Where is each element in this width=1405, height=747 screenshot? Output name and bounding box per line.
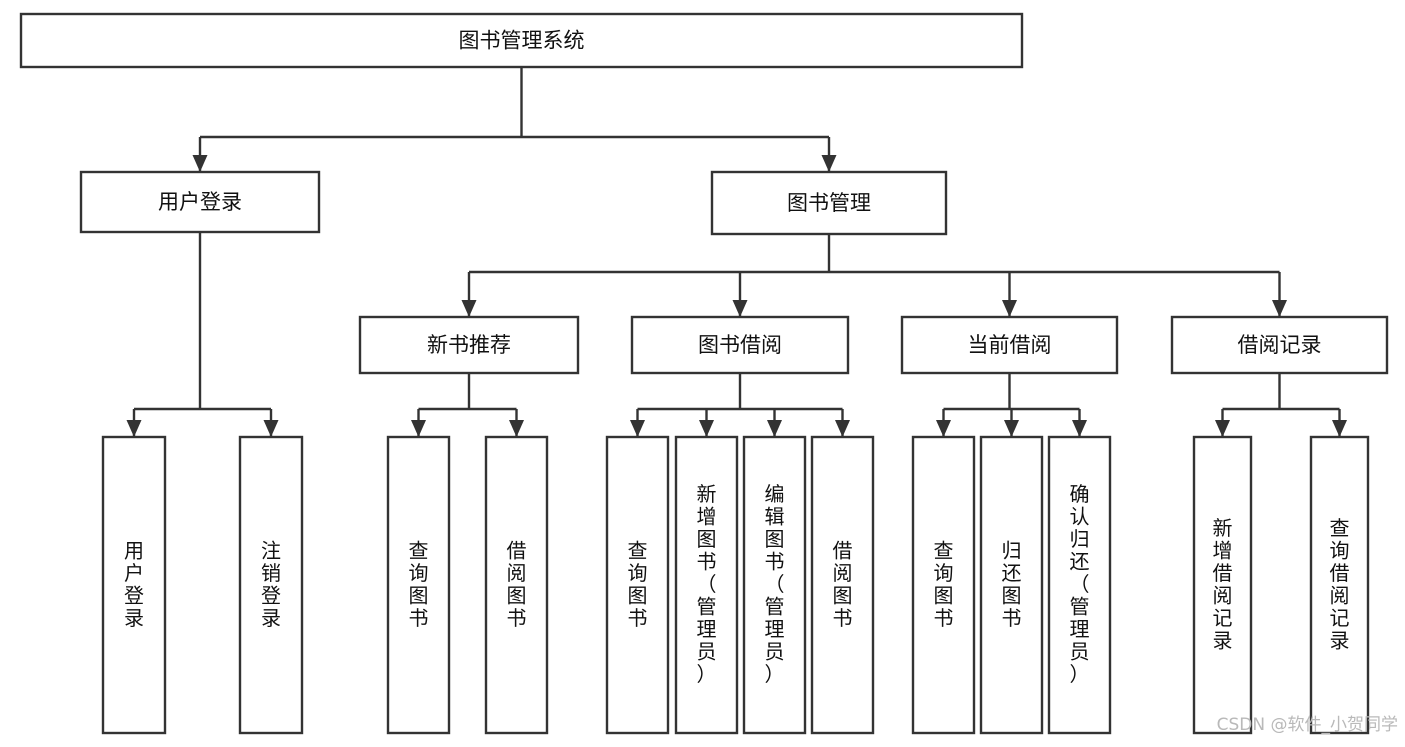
node-label-l-bb-query: 查询图书: [628, 538, 648, 630]
node-new-book-rec[interactable]: 新书推荐: [358, 315, 580, 375]
node-label-l-cb-confirm: 确认归还（管理员）: [1070, 482, 1090, 686]
node-book-borrow[interactable]: 图书借阅: [630, 315, 850, 375]
node-label-leaf-user-logout: 注销登录: [261, 538, 281, 630]
node-user-login[interactable]: 用户登录: [79, 170, 321, 234]
node-box-l-bb-query[interactable]: [605, 435, 670, 735]
csdn-watermark: CSDN @软件_小贺同学: [1217, 715, 1398, 735]
node-label-current-borrow: 当前借阅: [968, 333, 1052, 357]
node-box-l-cb-confirm[interactable]: [1047, 435, 1112, 735]
node-box-current-borrow[interactable]: [900, 315, 1119, 375]
node-box-l-br-query[interactable]: [1309, 435, 1370, 735]
node-label-root: 图书管理系统: [459, 29, 585, 53]
node-label-l-bb-borrow: 借阅图书: [833, 538, 853, 630]
node-box-l-nbr-query[interactable]: [386, 435, 451, 735]
node-l-br-add[interactable]: 新增借阅记录: [1192, 435, 1253, 735]
node-book-manage[interactable]: 图书管理: [710, 170, 948, 236]
node-l-nbr-borrow[interactable]: 借阅图书: [484, 435, 549, 735]
node-box-new-book-rec[interactable]: [358, 315, 580, 375]
node-label-leaf-user-login: 用户登录: [124, 538, 144, 630]
node-box-user-login[interactable]: [79, 170, 321, 234]
node-box-l-cb-return[interactable]: [979, 435, 1044, 735]
node-l-bb-edit[interactable]: 编辑图书（管理员）: [742, 435, 807, 735]
node-label-book-manage: 图书管理: [787, 191, 871, 215]
node-box-l-bb-edit[interactable]: [742, 435, 807, 735]
node-label-book-borrow: 图书借阅: [698, 333, 782, 357]
node-box-root[interactable]: [19, 12, 1024, 69]
node-l-cb-return[interactable]: 归还图书: [979, 435, 1044, 735]
node-label-l-br-add: 新增借阅记录: [1213, 515, 1233, 652]
node-boxes-layer: 图书管理系统用户登录图书管理新书推荐图书借阅当前借阅借阅记录用户登录注销登录查询…: [19, 12, 1389, 735]
node-label-l-cb-return: 归还图书: [1002, 538, 1022, 630]
node-current-borrow[interactable]: 当前借阅: [900, 315, 1119, 375]
node-l-bb-add[interactable]: 新增图书（管理员）: [674, 435, 739, 735]
node-label-l-cb-query: 查询图书: [934, 538, 954, 630]
node-label-l-bb-add: 新增图书（管理员）: [697, 482, 717, 686]
node-box-l-cb-query[interactable]: [911, 435, 976, 735]
node-label-user-login: 用户登录: [158, 190, 242, 214]
node-l-br-query[interactable]: 查询借阅记录: [1309, 435, 1370, 735]
node-l-bb-query[interactable]: 查询图书: [605, 435, 670, 735]
node-leaf-user-login[interactable]: 用户登录: [101, 435, 167, 735]
node-l-cb-confirm[interactable]: 确认归还（管理员）: [1047, 435, 1112, 735]
node-box-leaf-user-logout[interactable]: [238, 435, 304, 735]
node-box-l-bb-borrow[interactable]: [810, 435, 875, 735]
node-l-cb-query[interactable]: 查询图书: [911, 435, 976, 735]
node-box-l-nbr-borrow[interactable]: [484, 435, 549, 735]
node-l-bb-borrow[interactable]: 借阅图书: [810, 435, 875, 735]
node-box-leaf-user-login[interactable]: [101, 435, 167, 735]
node-box-borrow-record[interactable]: [1170, 315, 1389, 375]
node-l-nbr-query[interactable]: 查询图书: [386, 435, 451, 735]
node-label-l-nbr-borrow: 借阅图书: [507, 538, 527, 630]
node-label-new-book-rec: 新书推荐: [427, 333, 511, 357]
node-borrow-record[interactable]: 借阅记录: [1170, 315, 1389, 375]
node-box-l-br-add[interactable]: [1192, 435, 1253, 735]
node-label-l-bb-edit: 编辑图书（管理员）: [765, 482, 785, 686]
node-label-borrow-record: 借阅记录: [1238, 333, 1322, 357]
node-box-book-borrow[interactable]: [630, 315, 850, 375]
node-leaf-user-logout[interactable]: 注销登录: [238, 435, 304, 735]
node-label-l-nbr-query: 查询图书: [409, 538, 429, 630]
node-label-l-br-query: 查询借阅记录: [1330, 515, 1350, 652]
node-box-l-bb-add[interactable]: [674, 435, 739, 735]
connectors-layer: [126, 67, 1347, 437]
node-box-book-manage[interactable]: [710, 170, 948, 236]
node-root[interactable]: 图书管理系统: [19, 12, 1024, 69]
